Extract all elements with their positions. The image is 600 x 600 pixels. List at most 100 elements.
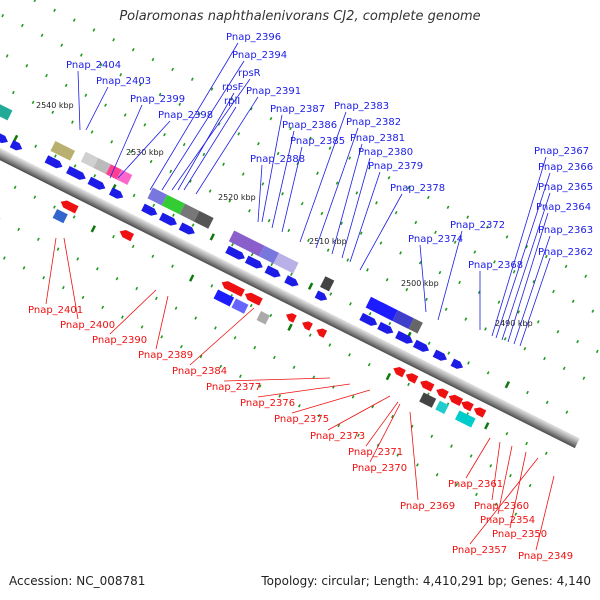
- gene-label-pnap-2363[interactable]: Pnap_2363: [538, 225, 593, 236]
- gene-block[interactable]: [193, 210, 214, 229]
- gene-label-pnap-2403[interactable]: Pnap_2403: [96, 76, 151, 87]
- gene-block[interactable]: [0, 102, 13, 121]
- reverse-gene-arrow[interactable]: [315, 326, 328, 338]
- reverse-gene-arrow[interactable]: [418, 378, 435, 392]
- gene-label-pnap-2369[interactable]: Pnap_2369: [400, 501, 455, 512]
- reverse-gene-arrow[interactable]: [243, 290, 263, 306]
- forward-gene-arrow[interactable]: [0, 131, 10, 145]
- gene-label-pnap-2374[interactable]: Pnap_2374: [408, 234, 463, 245]
- gene-label-pnap-2372[interactable]: Pnap_2372: [450, 220, 505, 231]
- gene-label-pnap-2400[interactable]: Pnap_2400: [60, 320, 115, 331]
- gene-label-pnap-2379[interactable]: Pnap_2379: [368, 161, 423, 172]
- gene-block[interactable]: [116, 169, 133, 185]
- gene-label-pnap-2382[interactable]: Pnap_2382: [346, 117, 401, 128]
- gene-label-pnap-2380[interactable]: Pnap_2380: [358, 147, 413, 158]
- gene-label-pnap-2390[interactable]: Pnap_2390: [92, 335, 147, 346]
- forward-gene-arrow[interactable]: [141, 203, 159, 218]
- reverse-gene-arrow[interactable]: [459, 399, 474, 412]
- gene-block[interactable]: [231, 298, 249, 314]
- gene-label-rpsr[interactable]: rpsR: [238, 68, 261, 79]
- forward-gene-arrow[interactable]: [432, 349, 449, 363]
- forward-gene-arrow[interactable]: [264, 265, 283, 279]
- gene-block[interactable]: [105, 164, 122, 180]
- gene-label-pnap-2349[interactable]: Pnap_2349: [518, 551, 573, 562]
- gene-label-pnap-2364[interactable]: Pnap_2364: [536, 202, 591, 213]
- gene-block[interactable]: [435, 400, 449, 415]
- gene-block[interactable]: [365, 296, 398, 321]
- reverse-gene-arrow[interactable]: [220, 279, 245, 297]
- forward-gene-arrow[interactable]: [314, 290, 329, 304]
- gene-label-pnap-2401[interactable]: Pnap_2401: [28, 305, 83, 316]
- gene-label-pnap-2375[interactable]: Pnap_2375: [274, 414, 329, 425]
- forward-gene-arrow[interactable]: [66, 166, 87, 182]
- forward-gene-arrow[interactable]: [108, 187, 125, 201]
- gene-block[interactable]: [259, 245, 279, 264]
- gene-label-pnap-2362[interactable]: Pnap_2362: [538, 247, 593, 258]
- gene-label-pnap-2387[interactable]: Pnap_2387: [270, 104, 325, 115]
- reverse-gene-arrow[interactable]: [300, 319, 313, 331]
- gene-label-pnap-2404[interactable]: Pnap_2404: [66, 60, 121, 71]
- gene-label-pnap-2354[interactable]: Pnap_2354: [480, 515, 535, 526]
- forward-gene-arrow[interactable]: [159, 212, 179, 228]
- gene-block[interactable]: [50, 140, 76, 161]
- gene-label-pnap-2377[interactable]: Pnap_2377: [206, 382, 261, 393]
- gene-label-pnap-2386[interactable]: Pnap_2386: [282, 120, 337, 131]
- gene-label-pnap-2361[interactable]: Pnap_2361: [448, 479, 503, 490]
- gene-block[interactable]: [147, 187, 168, 206]
- gene-block[interactable]: [256, 311, 270, 325]
- gene-label-pnap-2389[interactable]: Pnap_2389: [138, 350, 193, 361]
- forward-gene-arrow[interactable]: [450, 358, 465, 372]
- forward-gene-arrow[interactable]: [284, 275, 300, 288]
- gene-block[interactable]: [52, 208, 68, 224]
- gene-label-pnap-2396[interactable]: Pnap_2396: [226, 32, 281, 43]
- forward-gene-arrow[interactable]: [225, 245, 246, 262]
- gene-label-pnap-2384[interactable]: Pnap_2384: [172, 366, 227, 377]
- forward-gene-arrow[interactable]: [44, 155, 65, 170]
- gene-block[interactable]: [213, 289, 235, 307]
- gene-block[interactable]: [273, 252, 299, 274]
- forward-gene-arrow[interactable]: [377, 321, 395, 336]
- gene-label-pnap-2368[interactable]: Pnap_2368: [468, 260, 523, 271]
- reverse-gene-arrow[interactable]: [404, 371, 419, 384]
- gene-label-pnap-2378[interactable]: Pnap_2378: [390, 183, 445, 194]
- forward-gene-arrow[interactable]: [359, 312, 379, 328]
- gene-label-pnap-2385[interactable]: Pnap_2385: [290, 136, 345, 147]
- gene-label-pnap-2365[interactable]: Pnap_2365: [538, 182, 593, 193]
- gene-label-pnap-2376[interactable]: Pnap_2376: [240, 398, 295, 409]
- reverse-gene-arrow[interactable]: [447, 393, 464, 406]
- gene-label-pnap-2373[interactable]: Pnap_2373: [310, 431, 365, 442]
- gene-label-rpsf[interactable]: rpsF: [222, 82, 244, 93]
- gene-block[interactable]: [419, 392, 437, 408]
- forward-gene-arrow[interactable]: [395, 330, 415, 346]
- gene-label-pnap-2399[interactable]: Pnap_2399: [130, 94, 185, 105]
- gene-block[interactable]: [80, 151, 99, 168]
- gene-label-pnap-2383[interactable]: Pnap_2383: [334, 101, 389, 112]
- forward-gene-arrow[interactable]: [178, 222, 197, 236]
- gene-block[interactable]: [408, 318, 423, 334]
- gene-block[interactable]: [93, 158, 111, 175]
- gene-label-pnap-2357[interactable]: Pnap_2357: [452, 545, 507, 556]
- gene-label-pnap-2391[interactable]: Pnap_2391: [246, 86, 301, 97]
- gene-block[interactable]: [228, 230, 265, 257]
- gene-label-rpli[interactable]: rplI: [224, 96, 240, 107]
- gene-label-pnap-2370[interactable]: Pnap_2370: [352, 463, 407, 474]
- forward-gene-arrow[interactable]: [244, 255, 265, 271]
- reverse-gene-arrow[interactable]: [434, 386, 449, 399]
- gene-block[interactable]: [455, 410, 476, 428]
- gene-label-pnap-2371[interactable]: Pnap_2371: [348, 447, 403, 458]
- reverse-gene-arrow[interactable]: [59, 198, 79, 214]
- forward-gene-arrow[interactable]: [9, 140, 24, 153]
- forward-gene-arrow[interactable]: [87, 176, 108, 192]
- gene-label-pnap-2388[interactable]: Pnap_2388: [250, 154, 305, 165]
- forward-gene-arrow[interactable]: [413, 339, 431, 354]
- reverse-gene-arrow[interactable]: [392, 365, 406, 378]
- gene-label-pnap-2394[interactable]: Pnap_2394: [232, 50, 287, 61]
- gene-block[interactable]: [392, 310, 414, 330]
- gene-label-pnap-2366[interactable]: Pnap_2366: [538, 162, 593, 173]
- gene-label-pnap-2367[interactable]: Pnap_2367: [534, 146, 589, 157]
- gene-label-pnap-2350[interactable]: Pnap_2350: [492, 529, 547, 540]
- gene-block[interactable]: [320, 276, 335, 292]
- gene-block[interactable]: [161, 194, 186, 215]
- gene-label-pnap-2360[interactable]: Pnap_2360: [474, 501, 529, 512]
- gene-block[interactable]: [179, 203, 200, 222]
